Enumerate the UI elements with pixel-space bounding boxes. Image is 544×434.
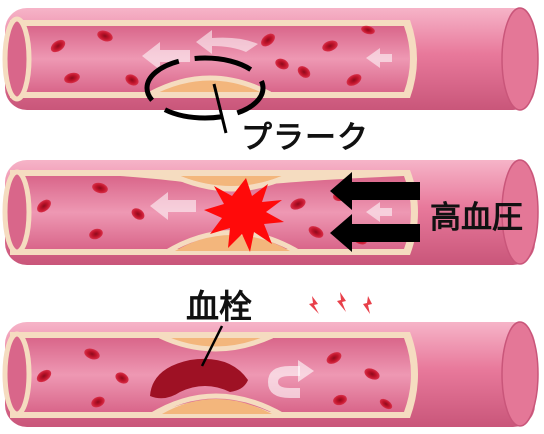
red-blood-cell [361,25,375,35]
red-blood-cell [261,33,275,47]
vessel-cut-end [2,169,32,255]
thrombus-label: 血栓 [186,287,252,326]
red-blood-cell [346,74,362,86]
vessel-cut-end [2,16,32,102]
red-blood-cell [322,40,338,52]
vessel-cut-end [2,331,32,417]
plaque-deposit-bottom [162,399,272,414]
plaque-cap-top [158,333,274,352]
plaque-cap [148,75,272,97]
vessel-2 [2,159,539,265]
red-blood-cell [84,348,100,360]
flow-arrow-icon [142,30,392,70]
vessel-1 [2,7,539,134]
red-blood-cell [131,208,145,220]
burst-icon [204,178,284,252]
red-blood-cell [92,182,108,194]
plaque-pointer-line [212,83,228,134]
plaque-deposit-top [180,176,282,186]
high-blood-pressure-label: 高血圧 [430,200,523,236]
red-blood-cell [64,72,80,84]
plaque-cap-bottom [148,393,286,419]
red-blood-cell [91,396,105,408]
flow-arrow-icon [150,192,392,222]
vessel-opening [501,321,539,427]
red-blood-cells [36,348,393,410]
red-blood-cell [50,39,66,53]
red-blood-cell [364,368,380,380]
plaque-highlight-ring [144,55,266,121]
red-blood-cell [125,74,139,86]
plaque-cap-top [168,171,294,192]
thrombus-pointer-line [200,325,224,367]
red-blood-cell [97,30,113,42]
red-blood-cell [275,58,289,70]
red-blood-cell [290,198,306,210]
red-blood-cell [379,398,393,410]
pressure-arrow-icon [330,172,420,252]
spark-icon [309,292,372,314]
red-blood-cell [326,352,342,364]
vessel-3 [2,321,539,427]
vessel-opening [501,159,539,265]
red-blood-cells [50,25,375,86]
u-turn-arrow-icon [268,366,300,398]
red-blood-cell [37,199,51,213]
red-blood-cell [115,372,129,384]
u-turn-arrow-head [298,360,314,382]
vessel-opening [501,7,539,111]
red-blood-cell [297,66,311,78]
red-blood-cell [36,369,52,383]
red-blood-cell [308,226,324,238]
red-blood-cell [89,228,103,240]
thrombus-clot [150,358,248,399]
plaque-label: プラーク [241,120,369,156]
red-blood-cell [333,394,347,406]
